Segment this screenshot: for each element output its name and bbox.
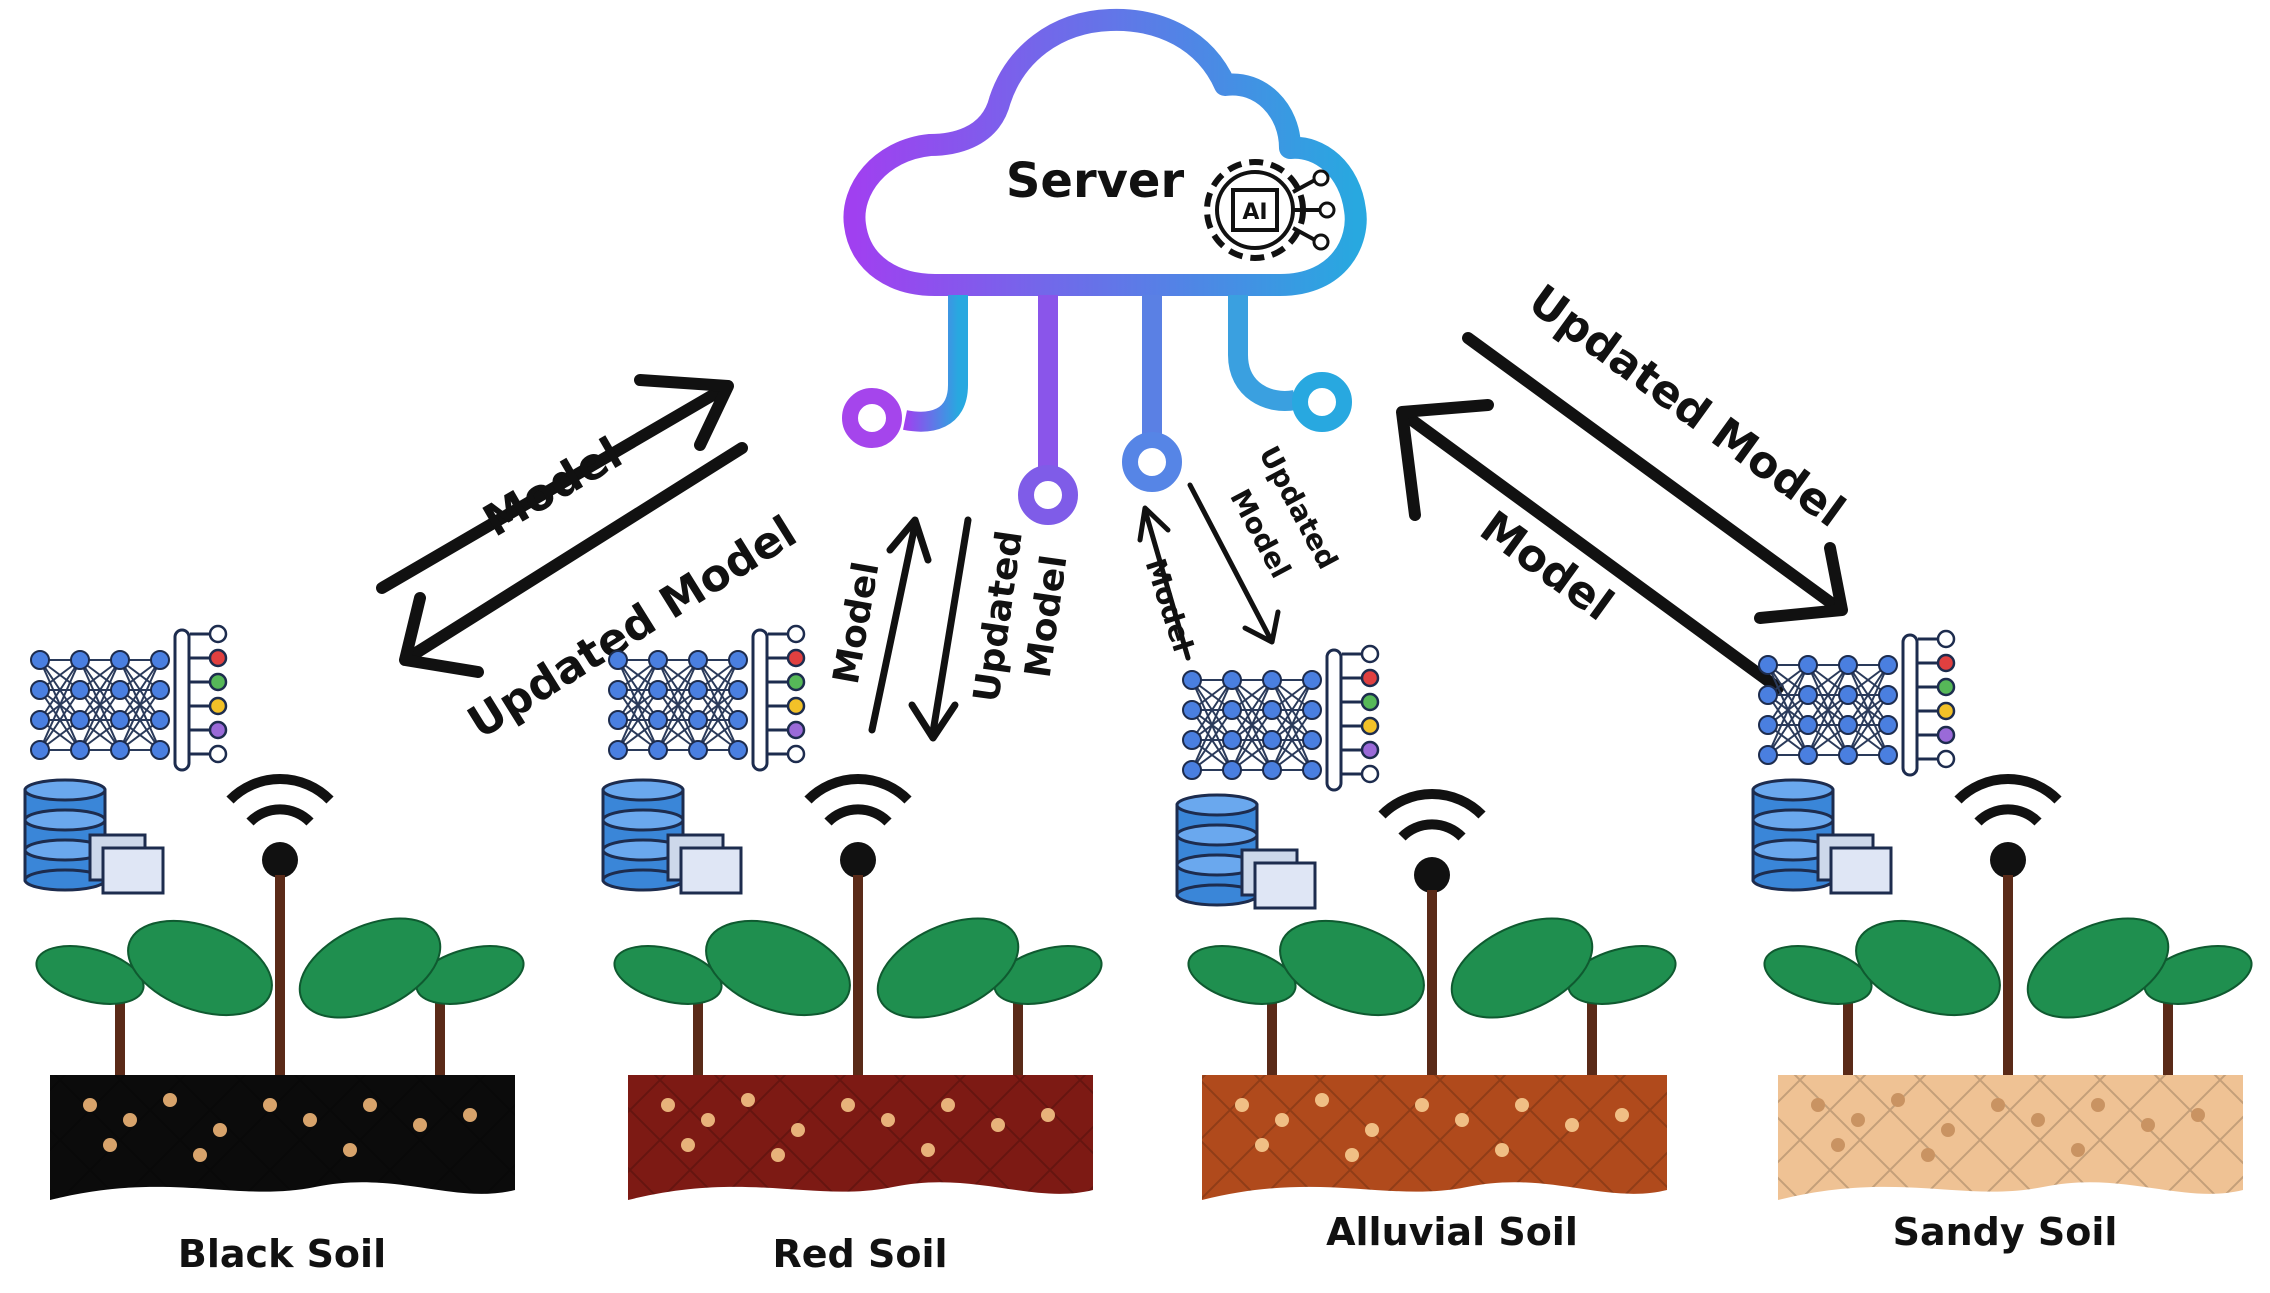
soil-label-black: Black Soil <box>177 1232 387 1276</box>
black-model-arrow <box>376 382 731 594</box>
red-model-label: Model <box>826 559 888 687</box>
red-updated-label-line2: Model <box>1018 553 1076 681</box>
alluvial-model-label: Model <box>1139 554 1200 655</box>
plant-icon <box>35 875 525 1075</box>
database-icon <box>1751 778 1893 895</box>
neural-network-icon <box>1758 629 1956 777</box>
plant-icon <box>1763 875 2253 1075</box>
node-sandy <box>1751 629 2253 1200</box>
alluvial-updated-arrow <box>1187 482 1273 641</box>
sandy-model-arrow <box>1399 409 1784 694</box>
red-updated-arrow <box>929 516 972 736</box>
server-label: Server <box>1006 153 1185 209</box>
wifi-sensor-icon <box>226 773 334 878</box>
soil-label-alluvial: Alluvial Soil <box>1326 1210 1578 1254</box>
node-black <box>23 624 525 1200</box>
cloud-server-icon: AI Server <box>842 8 1367 525</box>
wifi-sensor-icon <box>804 773 912 878</box>
black-updated-arrow <box>402 442 748 664</box>
node-red <box>601 624 1103 1200</box>
soil-block <box>1778 1075 2243 1200</box>
soil-label-sandy: Sandy Soil <box>1892 1210 2118 1254</box>
neural-network-icon <box>1182 644 1380 792</box>
red-model-arrow <box>868 521 919 734</box>
soil-block <box>1202 1075 1667 1200</box>
sandy-updated-arrow <box>1462 332 1844 614</box>
red-updated-label-line1: Updated <box>966 528 1031 704</box>
soil-label-red: Red Soil <box>772 1232 948 1276</box>
arrows-group <box>376 332 1848 742</box>
ai-gear-icon: AI <box>1204 159 1336 261</box>
neural-network-icon <box>30 624 228 772</box>
neural-network-icon <box>608 624 806 772</box>
soil-block <box>50 1075 515 1200</box>
wifi-sensor-icon <box>1954 773 2062 878</box>
alluvial-model-arrow <box>1142 507 1191 661</box>
ai-badge-text: AI <box>1242 200 1267 225</box>
database-icon <box>1175 793 1317 910</box>
nodes-layer <box>23 624 2253 1200</box>
plant-icon <box>1187 890 1677 1075</box>
plant-icon <box>613 875 1103 1075</box>
database-icon <box>601 778 743 895</box>
node-alluvial <box>1175 644 1677 1200</box>
database-icon <box>23 778 165 895</box>
wifi-sensor-icon <box>1378 788 1486 893</box>
soil-block <box>628 1075 1093 1200</box>
